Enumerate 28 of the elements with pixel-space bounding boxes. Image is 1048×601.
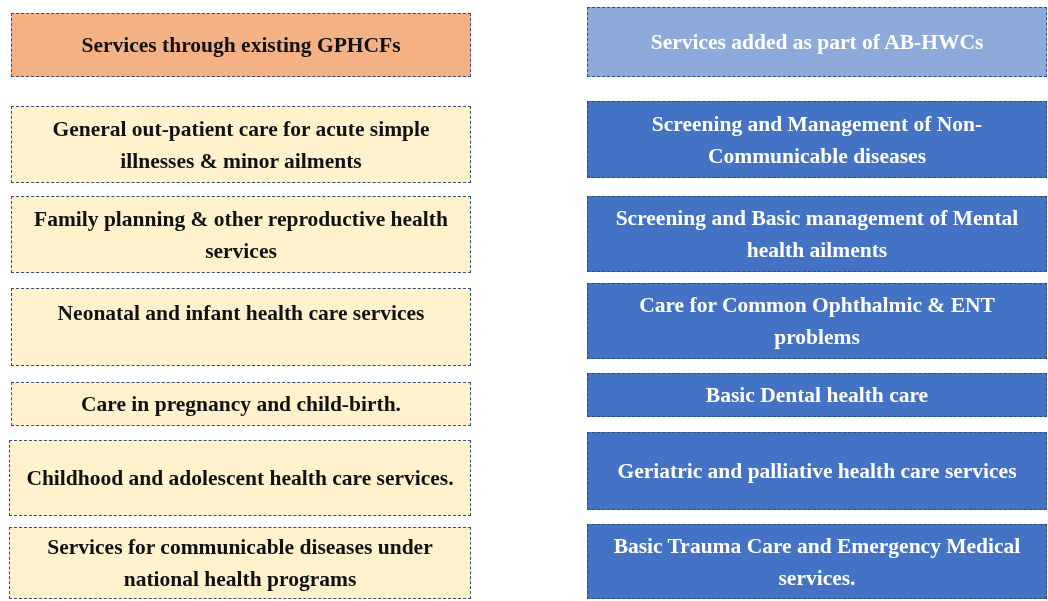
service-box bbox=[587, 432, 1047, 510]
header-box bbox=[11, 13, 471, 77]
service-box bbox=[11, 106, 471, 183]
box-text: Family planning & other reproductive health services bbox=[33, 205, 449, 265]
box-text: Screening and Basic management of Mental health ailments bbox=[614, 205, 1020, 264]
service-box bbox=[587, 101, 1047, 178]
box-text: Neonatal and infant health care services bbox=[57, 300, 425, 327]
box-text: Basic Trauma Care and Emergency Medical services. bbox=[612, 532, 1022, 592]
box-text: Care in pregnancy and child-birth. bbox=[81, 391, 401, 418]
box-text: Services for communicable diseases under national health programs bbox=[46, 534, 434, 593]
service-box bbox=[587, 283, 1047, 359]
service-box bbox=[9, 440, 471, 516]
service-box bbox=[587, 524, 1047, 599]
box-text: Childhood and adolescent health care services. bbox=[26, 465, 454, 492]
box-text: Services added as part of AB-HWCs bbox=[650, 29, 984, 56]
box-text: Screening and Management of Non-Communicable diseases bbox=[650, 110, 984, 170]
header-box bbox=[587, 7, 1047, 77]
service-box bbox=[11, 196, 471, 273]
box-text: Care for Common Ophthalmic & ENT problems bbox=[638, 292, 996, 351]
box-text: Geriatric and palliative health care services bbox=[617, 458, 1017, 485]
service-box bbox=[587, 196, 1047, 272]
service-box bbox=[587, 373, 1047, 417]
service-box bbox=[11, 288, 471, 366]
box-text: Services through existing GPHCFs bbox=[81, 32, 401, 59]
box-text: Basic Dental health care bbox=[705, 382, 929, 409]
box-text: General out-patient care for acute simple illnesses & minor ailments bbox=[51, 115, 431, 175]
service-box bbox=[9, 527, 471, 599]
service-box bbox=[11, 382, 471, 426]
